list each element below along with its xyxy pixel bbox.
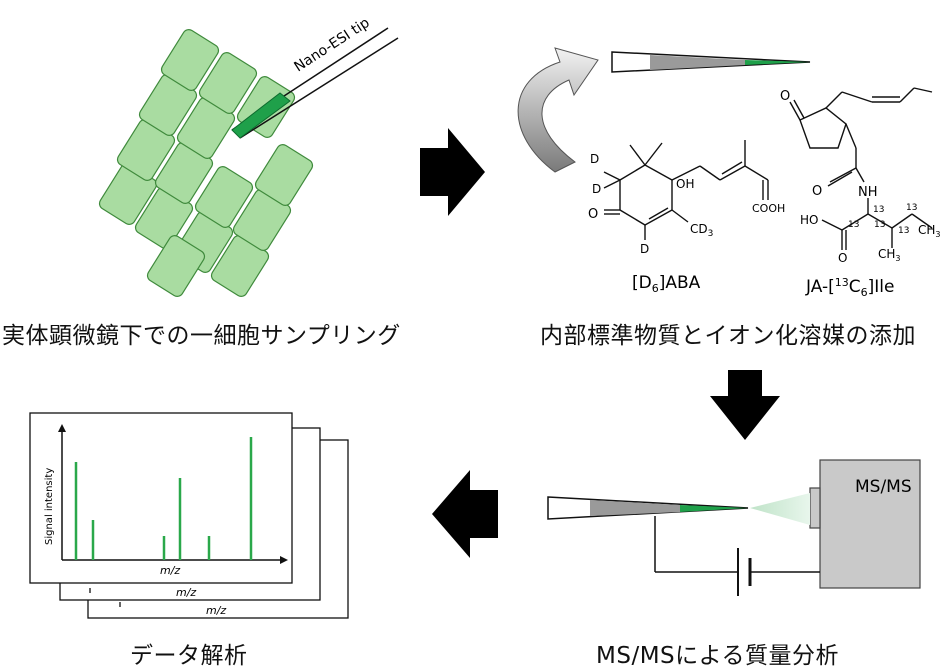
nano-esi-tip: [231, 27, 399, 139]
xlabel-back1: m/z: [176, 586, 196, 599]
xlabel-back2: m/z: [206, 604, 226, 617]
ja-label-13e: 13: [898, 226, 909, 236]
x-axis-label: m/z: [160, 564, 180, 577]
ja-ch3-a: CH3: [918, 223, 941, 239]
ja-nh: NH: [858, 185, 878, 200]
electrospray-cone: [750, 493, 810, 525]
aba-name: [D6]ABA: [632, 273, 701, 295]
ms-tip: [547, 496, 749, 520]
aba-d2: D: [592, 182, 601, 196]
ja-ile-structure: [789, 87, 933, 250]
ja-label-13d: 13: [906, 203, 917, 213]
caption-data-analysis: データ解析: [130, 643, 248, 669]
arrow-left: [432, 470, 498, 558]
ja-label-13a: 13: [873, 205, 884, 215]
ja-ch3-b: CH3: [878, 247, 901, 263]
ja-ho: HO: [800, 213, 818, 227]
spectrum-stack: [29, 412, 349, 619]
arrow-down: [710, 370, 780, 440]
curved-arrow: [517, 47, 599, 173]
caption-ms-analysis: MS/MSによる質量分析: [596, 643, 839, 669]
ja-label-13b: 13: [848, 220, 859, 230]
plant-cell-tissue: [98, 29, 314, 297]
y-axis-label: Signal intensity: [44, 468, 55, 545]
aba-cd3: CD3: [690, 222, 713, 239]
aba-structure: [603, 140, 769, 240]
ja-o-top: O: [780, 89, 790, 104]
arrow-right-1: [420, 128, 485, 216]
aba-d3: D: [640, 242, 649, 256]
ms-instrument: [809, 459, 921, 589]
caption-sampling: 実体顕微鏡下での一細胞サンプリング: [2, 323, 401, 349]
spectrum-axes: [58, 424, 288, 564]
spectrum-peaks: [74, 437, 253, 560]
aba-o: O: [588, 207, 598, 222]
ms-label: MS/MS: [855, 477, 912, 497]
loaded-tip: [611, 51, 811, 73]
caption-addition: 内部標準物質とイオン化溶媒の添加: [540, 323, 916, 349]
aba-oh: OH: [676, 177, 694, 191]
aba-cooh: COOH: [752, 202, 785, 215]
voltage-circuit: [654, 516, 820, 596]
ja-o-acid: O: [838, 251, 847, 265]
aba-d1: D: [590, 152, 599, 166]
ja-ile-name: JA-[13C6]Ile: [805, 276, 894, 299]
ja-label-13c: 13: [874, 220, 885, 230]
ja-o-amide: O: [812, 184, 822, 199]
